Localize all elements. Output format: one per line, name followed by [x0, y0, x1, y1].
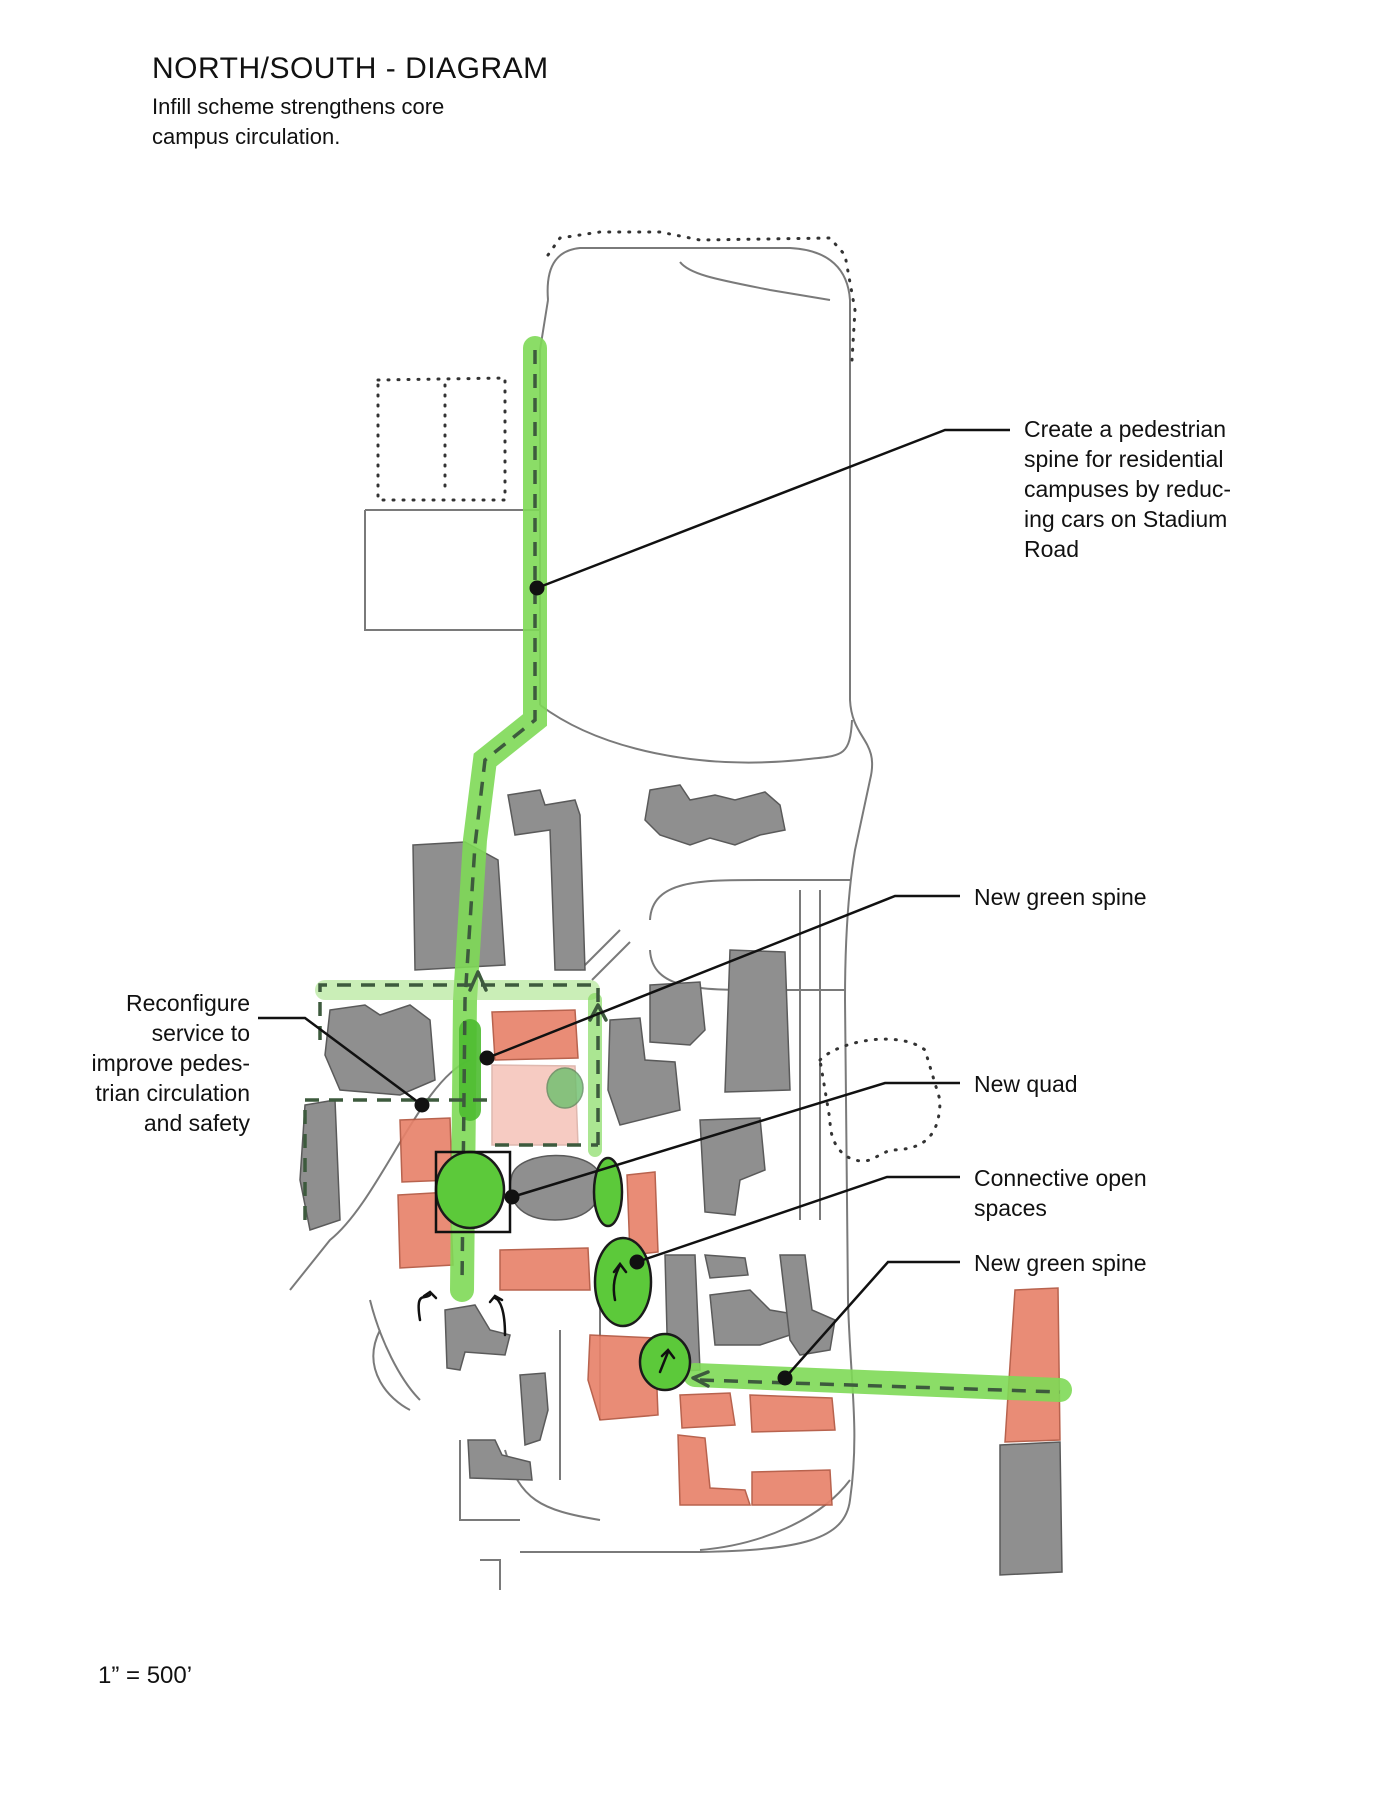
callout-green-spine-2: New green spine [974, 1250, 1147, 1276]
green-open-spaces [434, 1067, 692, 1392]
open-space-arrows [417, 1261, 676, 1374]
callout-green-spine-1: New green spine [974, 884, 1147, 910]
callout-reconfigure-service: Reconfigure service to improve pedes- tr… [91, 990, 250, 1136]
dotted-boundaries [376, 230, 942, 1163]
new-buildings [397, 1009, 1061, 1506]
callout-pedestrian-spine: Create a pedestrian spine for residentia… [1024, 416, 1232, 562]
existing-buildings [299, 784, 1063, 1576]
east-west-green-spine [683, 1363, 1072, 1402]
open-space-oval-2 [593, 1236, 653, 1328]
callout-connective-open-spaces: Connective open spaces [974, 1165, 1147, 1221]
leader-dots [414, 580, 793, 1386]
open-space-oval-1 [592, 1156, 624, 1228]
page-title: NORTH/SOUTH - DIAGRAM [152, 52, 549, 85]
leader-lines [258, 428, 1010, 1379]
leader-reconfigure [258, 1016, 423, 1107]
leader-connective [636, 1175, 960, 1264]
leader-new-quad [511, 1081, 960, 1199]
new-quad-green [434, 1150, 506, 1230]
circulation-paths [303, 350, 1061, 1394]
page-subtitle: Infill scheme strengthens core campus ci… [152, 94, 445, 149]
callout-new-quad: New quad [974, 1071, 1078, 1097]
leader-green-spine-2 [784, 1260, 960, 1379]
green-spines [315, 336, 1072, 1402]
leader-green-spine-1 [486, 894, 960, 1060]
leader-pedestrian-spine [536, 428, 1010, 590]
scale-note: 1” = 500’ [98, 1662, 193, 1689]
small-green-circle [546, 1067, 584, 1109]
